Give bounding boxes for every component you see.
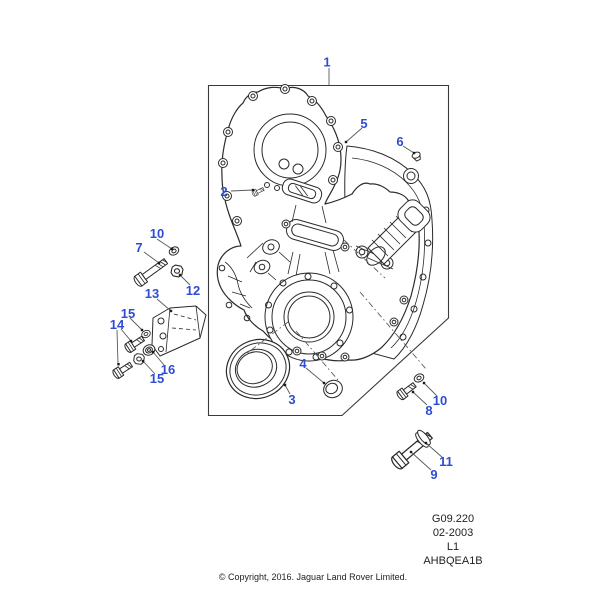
callout-5[interactable]: 5 — [360, 116, 367, 131]
bolt-9-drawing — [388, 428, 436, 472]
callout-7[interactable]: 7 — [135, 240, 142, 255]
copyright-line: © Copyright, 2016. Jaguar Land Rover Lim… — [218, 572, 408, 582]
ring-4-drawing — [323, 379, 343, 399]
bolt-14a-drawing — [122, 333, 147, 355]
diagram-frame — [207, 84, 450, 417]
callout-15-lower[interactable]: 15 — [150, 371, 164, 386]
ribbed-mount — [366, 199, 431, 266]
sheet-ref: L1 — [446, 541, 460, 553]
washer-15-lower-drawing — [132, 352, 146, 366]
date-ref: 02-2003 — [432, 527, 474, 539]
bolt-8-drawing — [395, 380, 419, 402]
drawing-code: AHBQEA1B — [423, 555, 483, 567]
tensioner-housing — [218, 261, 253, 322]
callout-9[interactable]: 9 — [430, 467, 437, 482]
catalog-ref: G09.220 — [431, 513, 475, 525]
nut-12-drawing — [169, 263, 185, 279]
cover-bolt-bosses — [218, 84, 343, 226]
callout-14[interactable]: 14 — [110, 317, 125, 332]
assembly-axes — [245, 239, 427, 381]
callout-6[interactable]: 6 — [396, 134, 403, 149]
callout-10-left[interactable]: 10 — [150, 226, 164, 241]
bracket-13-drawing — [151, 305, 207, 357]
callout-16[interactable]: 16 — [161, 362, 175, 377]
callout-11[interactable]: 11 — [439, 454, 453, 469]
leader-lines — [116, 68, 444, 471]
seal-3-drawing — [225, 338, 291, 400]
callout-15-upper[interactable]: 15 — [121, 306, 135, 321]
callout-8[interactable]: 8 — [425, 403, 432, 418]
mount-bushings — [246, 239, 291, 281]
bolt-7-drawing — [131, 255, 170, 289]
callout-12[interactable]: 12 — [186, 283, 200, 298]
reference-block: G09.220 02-2003 L1 AHBQEA1B — [413, 512, 493, 568]
callout-4[interactable]: 4 — [299, 356, 307, 371]
callout-1[interactable]: 1 — [323, 55, 330, 70]
callouts: 1 2 3 4 5 6 7 8 9 10 10 11 12 13 14 15 1… — [110, 55, 453, 483]
callout-10-right[interactable]: 10 — [433, 393, 447, 408]
callout-2[interactable]: 2 — [220, 184, 227, 199]
bolt-14b-drawing — [110, 359, 135, 381]
callout-3[interactable]: 3 — [288, 392, 295, 407]
callout-13[interactable]: 13 — [145, 286, 159, 301]
timing-cover-drawing — [216, 84, 431, 362]
water-passage-rim — [285, 219, 345, 251]
outlet-port — [281, 178, 323, 204]
crank-seal-boss — [264, 272, 354, 362]
